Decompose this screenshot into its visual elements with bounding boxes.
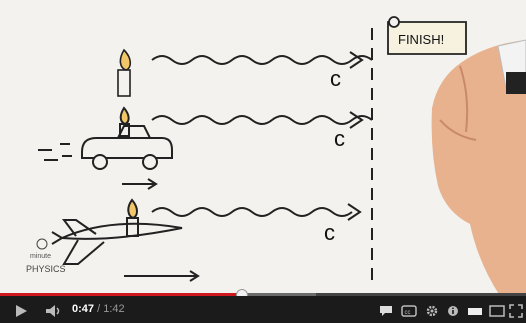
large-player-button[interactable] xyxy=(488,301,506,321)
settings-button[interactable] xyxy=(424,301,440,321)
svg-text:cc: cc xyxy=(405,310,411,316)
light-wave-middle xyxy=(152,116,372,124)
settings-icon xyxy=(425,304,439,318)
hand-with-marker xyxy=(432,40,526,296)
candle-top xyxy=(118,50,130,96)
time-separator: / xyxy=(94,303,103,315)
light-wave-bottom xyxy=(152,208,352,216)
current-time: 0:47 xyxy=(72,303,94,315)
rocket-drawing xyxy=(52,200,182,264)
fullscreen-icon xyxy=(509,304,523,318)
play-button[interactable] xyxy=(12,301,30,321)
finish-sign-text: FINISH! xyxy=(398,32,444,47)
minutephysics-logo xyxy=(37,239,47,249)
whiteboard-drawing: FINISH! c c c minute PHYSICS xyxy=(0,0,526,296)
info-button[interactable] xyxy=(446,301,460,321)
captions-button[interactable]: cc xyxy=(400,301,418,321)
light-wave-top xyxy=(152,56,372,64)
large-player-icon xyxy=(489,305,505,317)
time-display: 0:47 / 1:42 xyxy=(72,303,125,315)
play-icon xyxy=(14,304,28,318)
speed-label-bottom: c xyxy=(324,220,335,245)
captions-icon: cc xyxy=(401,305,417,317)
logo-text-bottom: PHYSICS xyxy=(26,264,66,274)
volume-icon xyxy=(45,304,63,318)
logo-text-top: minute xyxy=(30,253,51,260)
car-motion-arrow xyxy=(122,179,156,189)
duration: 1:42 xyxy=(103,303,124,315)
speed-label-top: c xyxy=(330,66,341,91)
rocket-motion-arrow xyxy=(124,271,198,281)
small-player-icon xyxy=(467,305,483,317)
speed-label-middle: c xyxy=(334,126,345,151)
small-player-button[interactable] xyxy=(466,301,484,321)
annotations-icon xyxy=(379,305,393,317)
fullscreen-button[interactable] xyxy=(508,301,524,321)
video-frame[interactable]: FINISH! c c c minute PHYSICS xyxy=(0,0,526,296)
volume-button[interactable] xyxy=(44,301,64,321)
annotations-button[interactable] xyxy=(378,301,394,321)
info-icon xyxy=(447,305,459,317)
car-drawing xyxy=(38,108,172,169)
